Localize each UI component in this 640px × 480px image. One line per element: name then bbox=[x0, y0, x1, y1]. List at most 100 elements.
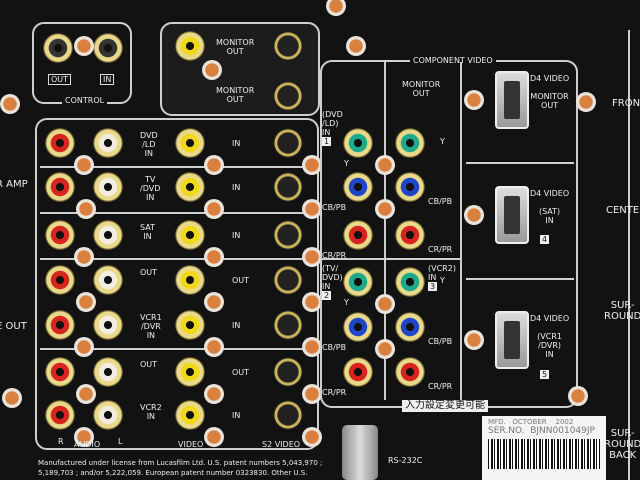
video-jack[interactable] bbox=[175, 310, 205, 340]
screw bbox=[74, 36, 94, 56]
screw bbox=[0, 94, 20, 114]
s2-video-jack[interactable] bbox=[273, 128, 303, 158]
component-cr-jack[interactable] bbox=[343, 220, 373, 250]
audio-r-jack[interactable] bbox=[45, 128, 75, 158]
component-cr-label: CR/PR bbox=[428, 245, 453, 254]
serial-number: SER.NO. BJNN001049JP bbox=[488, 426, 595, 436]
right-label-surround-back: SUR- ROUND BACK bbox=[604, 428, 640, 461]
component-cr-jack[interactable] bbox=[343, 357, 373, 387]
divider bbox=[40, 212, 312, 214]
screw bbox=[375, 155, 395, 175]
audio-r-jack[interactable] bbox=[45, 357, 75, 387]
in2-text: (TV/ DVD) IN bbox=[322, 264, 343, 291]
screw bbox=[74, 337, 94, 357]
audio-r-jack[interactable] bbox=[45, 400, 75, 430]
audio-r-jack[interactable] bbox=[45, 220, 75, 250]
screw bbox=[74, 427, 94, 447]
control-out-jack[interactable] bbox=[43, 33, 73, 63]
component-monitor-out-label: MONITOR OUT bbox=[402, 80, 441, 98]
s2-video-jack[interactable] bbox=[273, 357, 303, 387]
component-cr-jack[interactable] bbox=[395, 357, 425, 387]
audio-l-jack[interactable] bbox=[93, 220, 123, 250]
monitor-out-s-video-2[interactable] bbox=[273, 81, 303, 111]
d4-number: 4 bbox=[540, 235, 550, 244]
video-jack[interactable] bbox=[175, 172, 205, 202]
video-jack[interactable] bbox=[175, 357, 205, 387]
d4-video-port[interactable] bbox=[495, 71, 529, 129]
audio-l-jack[interactable] bbox=[93, 172, 123, 202]
audio-l-jack[interactable] bbox=[93, 128, 123, 158]
rs232c-label: RS-232C bbox=[388, 456, 423, 465]
legal-text: Manufactured under license from Lucasfil… bbox=[38, 459, 323, 477]
in3-number: 3 bbox=[428, 282, 438, 291]
video-jack[interactable] bbox=[175, 265, 205, 295]
control-out-label: OUT bbox=[48, 74, 72, 85]
component-y-label: Y bbox=[440, 276, 445, 285]
in1-text: (DVD /LD) IN bbox=[322, 110, 343, 137]
s2-video-jack[interactable] bbox=[273, 220, 303, 250]
component-cr-jack[interactable] bbox=[395, 220, 425, 250]
row-label: VCR1 /DVR IN bbox=[140, 313, 162, 340]
audio-l-jack[interactable] bbox=[93, 357, 123, 387]
screw bbox=[76, 199, 96, 219]
component-cb-jack[interactable] bbox=[395, 172, 425, 202]
audio-r-jack[interactable] bbox=[45, 172, 75, 202]
row-video-label: IN bbox=[232, 231, 241, 240]
component-cb-label: CB/PB bbox=[428, 337, 453, 346]
screw bbox=[464, 330, 484, 350]
control-section bbox=[32, 22, 132, 104]
screw bbox=[568, 386, 588, 406]
row-label: OUT bbox=[140, 360, 158, 369]
component-cb-jack[interactable] bbox=[395, 312, 425, 342]
divider bbox=[40, 258, 312, 260]
video-jack[interactable] bbox=[175, 400, 205, 430]
s2-video-jack[interactable] bbox=[273, 400, 303, 430]
left-label-amp: R AMP bbox=[0, 179, 28, 190]
screw bbox=[204, 199, 224, 219]
rs232c-port[interactable] bbox=[342, 425, 378, 480]
audio-l-jack[interactable] bbox=[93, 310, 123, 340]
d4-video-port[interactable] bbox=[495, 311, 529, 369]
component-y-jack[interactable] bbox=[343, 267, 373, 297]
row-label: TV /DVD IN bbox=[140, 175, 161, 202]
screw bbox=[464, 205, 484, 225]
audio-r-jack[interactable] bbox=[45, 310, 75, 340]
row-label: OUT bbox=[140, 268, 158, 277]
component-cb-jack[interactable] bbox=[343, 172, 373, 202]
component-cb-label: CB/PB bbox=[322, 203, 347, 212]
video-jack[interactable] bbox=[175, 128, 205, 158]
audio-l-jack[interactable] bbox=[93, 265, 123, 295]
s2-video-label: S2 VIDEO bbox=[262, 440, 301, 449]
monitor-out-s-video-1[interactable] bbox=[273, 31, 303, 61]
screw bbox=[302, 384, 322, 404]
screw bbox=[302, 199, 322, 219]
monitor-out-video-jack[interactable] bbox=[175, 31, 205, 61]
component-y-jack[interactable] bbox=[343, 128, 373, 158]
d4-video-port[interactable] bbox=[495, 186, 529, 244]
divider bbox=[466, 162, 574, 164]
component-y-label: Y bbox=[344, 298, 349, 307]
screw bbox=[375, 199, 395, 219]
component-cb-jack[interactable] bbox=[343, 312, 373, 342]
screw bbox=[346, 36, 366, 56]
s2-video-jack[interactable] bbox=[273, 172, 303, 202]
in3-text: (VCR2) IN bbox=[428, 264, 456, 282]
row-video-label: IN bbox=[232, 411, 241, 420]
control-in-jack[interactable] bbox=[93, 33, 123, 63]
d4-label: D4 VIDEO MONITOR OUT bbox=[530, 74, 570, 110]
screw bbox=[375, 339, 395, 359]
component-y-jack[interactable] bbox=[395, 267, 425, 297]
screw bbox=[302, 155, 322, 175]
s2-video-jack[interactable] bbox=[273, 265, 303, 295]
s2-video-jack[interactable] bbox=[273, 310, 303, 340]
component-cr-label: CR/PR bbox=[428, 382, 453, 391]
row-video-label: OUT bbox=[232, 276, 250, 285]
video-jack[interactable] bbox=[175, 220, 205, 250]
row-label: SAT IN bbox=[140, 223, 155, 241]
component-y-jack[interactable] bbox=[395, 128, 425, 158]
audio-l-jack[interactable] bbox=[93, 400, 123, 430]
row-label: DVD /LD IN bbox=[140, 131, 158, 158]
d4-number: 5 bbox=[540, 370, 550, 379]
audio-r-jack[interactable] bbox=[45, 265, 75, 295]
screw bbox=[302, 427, 322, 447]
